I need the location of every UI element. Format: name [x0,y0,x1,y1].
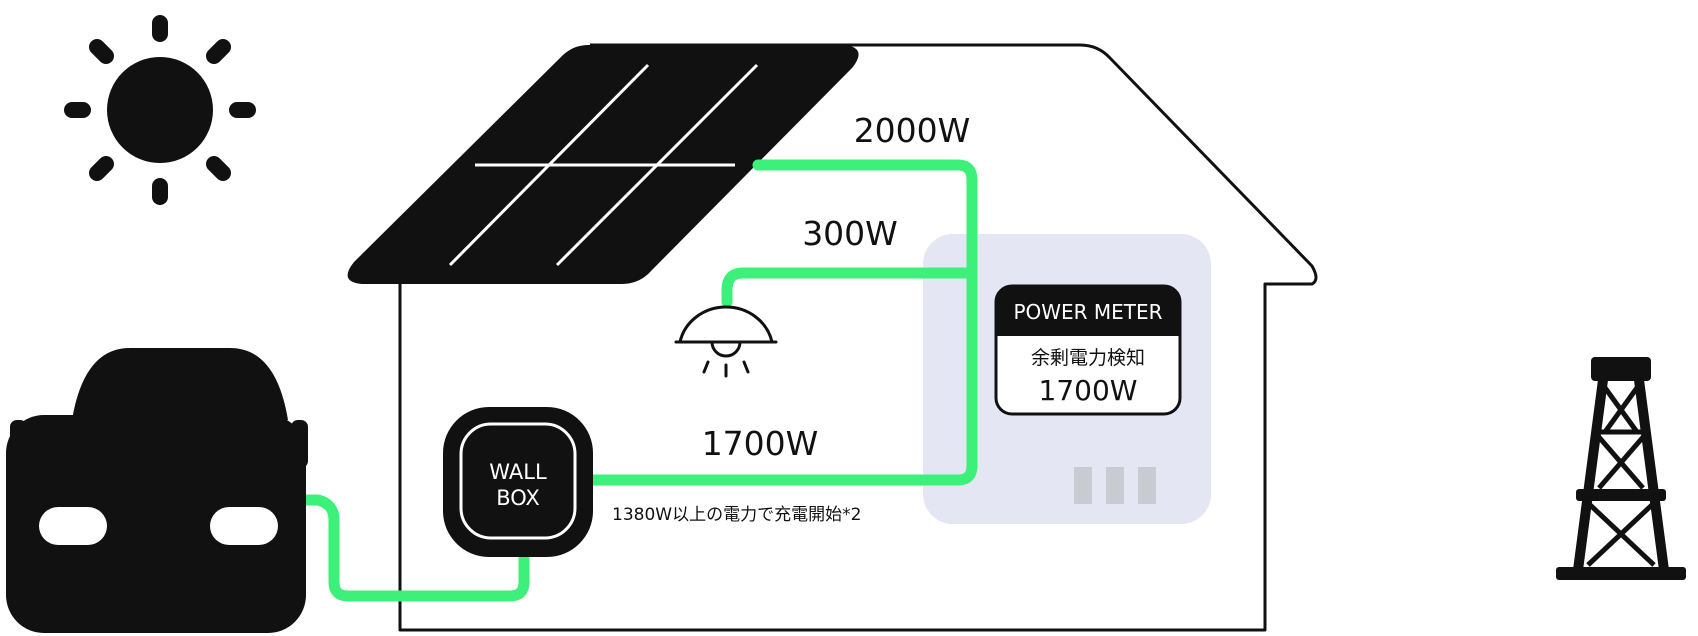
charge-note: 1380W以上の電力で充電開始*2 [612,505,861,525]
power-meter-value: 1700W [1039,374,1138,407]
wallbox-label-line1: WALL [489,460,547,484]
car-icon [6,348,308,633]
ceiling-lamp-icon [674,305,778,378]
wallbox-supply-label: 1700W [702,424,819,463]
power-flow-lines [296,159,978,602]
wallbox-label-line2: BOX [496,486,540,510]
transmission-tower-icon [1556,357,1686,580]
light-consumption-label: 300W [802,214,898,253]
solar-panel-icon [347,45,859,284]
power-meter-title: POWER METER [1013,300,1162,324]
house-icon [398,43,1318,632]
solar-output-label: 2000W [854,111,971,150]
wallbox-icon: WALL BOX [443,407,593,557]
sun-icon [64,15,256,205]
power-meter-display: POWER METER 余剰電力検知 1700W [994,284,1182,416]
power-meter-subtitle: 余剰電力検知 [1031,347,1145,369]
